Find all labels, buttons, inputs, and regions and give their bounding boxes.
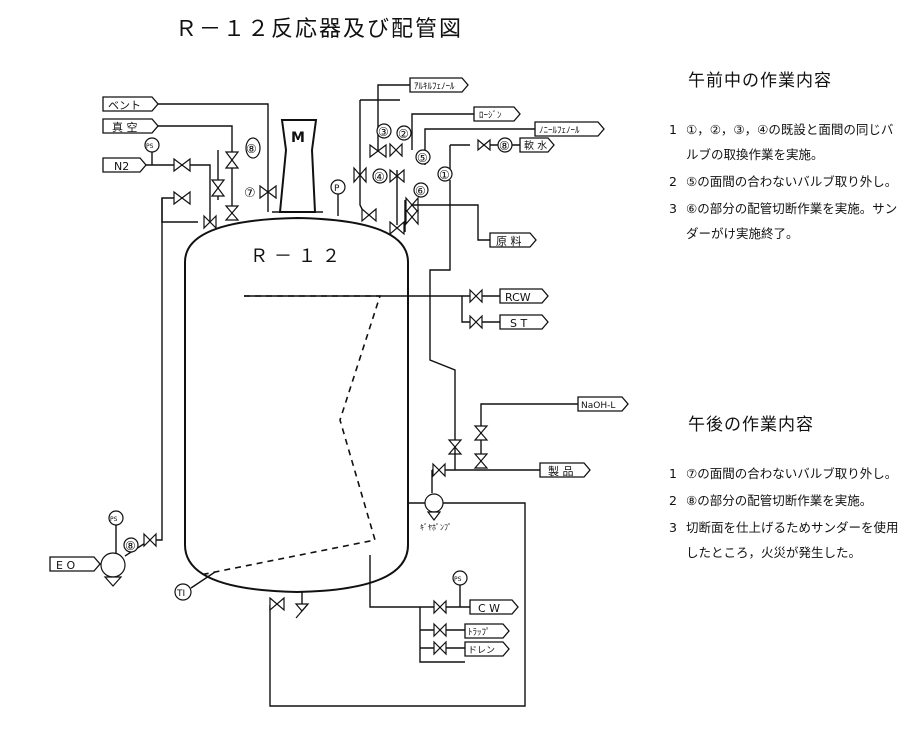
valve <box>433 640 447 656</box>
valve <box>477 138 491 152</box>
marker-1: ① <box>439 168 450 182</box>
valve <box>369 143 387 159</box>
marker-5: ⑤ <box>417 151 428 165</box>
trap-label: ﾄﾗｯﾌﾟ <box>468 627 491 638</box>
marker-7: ⑦ <box>244 186 256 201</box>
n2-label: N2 <box>114 160 129 173</box>
valve <box>210 179 226 197</box>
marker-8-eo: ⑧ <box>125 539 136 553</box>
vacuum-tag <box>102 118 159 134</box>
list-item: 2 ⑤の面間の合わないバルブ取り外し。 <box>669 174 898 189</box>
vent-tag <box>102 96 159 112</box>
svg-text:PS: PS <box>110 516 118 523</box>
rcw-label: RCW <box>505 291 531 304</box>
vent-label: ベント <box>108 99 141 112</box>
rosin-tag <box>473 106 521 122</box>
svg-text:PS: PS <box>146 143 154 150</box>
list-item: 3 切断面を仕上げるためサンダーを使用したところ，火災が発生した。 <box>669 520 899 560</box>
valve <box>224 151 240 169</box>
afternoon-work-section: 午後の作業内容 1 ⑦の面間の合わないバルブ取り外し。 2 ⑧の部分の配管切断作… <box>660 410 900 567</box>
drain-tag <box>464 641 510 657</box>
morning-heading: 午前中の作業内容 <box>688 71 832 91</box>
svg-text:PS: PS <box>454 576 462 583</box>
st-label: S T <box>510 317 527 330</box>
valve <box>433 622 447 638</box>
naoh-tag <box>577 396 629 412</box>
vacuum-label: 真 空 <box>112 120 138 134</box>
reactor-label: Ｒ－１２ <box>250 246 346 267</box>
motor-label: M <box>291 130 305 146</box>
valve <box>294 603 310 619</box>
valve <box>173 190 191 206</box>
eo-tag <box>49 556 101 572</box>
valve <box>361 207 377 223</box>
alkyl-phenol-label: ｱﾙｷﾙﾌｪﾉｰﾙ <box>414 82 455 92</box>
valve <box>173 157 191 173</box>
valve <box>259 184 277 200</box>
marker-8-upper: ⑧ <box>246 142 257 156</box>
list-item: 2 ⑧の部分の配管切断作業を実施。 <box>669 493 873 508</box>
valve <box>143 532 157 548</box>
valve <box>433 599 447 615</box>
rosin-label: ﾛｰｼﾞﾝ <box>479 110 502 121</box>
svg-text:TI: TI <box>176 589 185 599</box>
gear-pump <box>424 493 444 513</box>
valve <box>469 288 483 304</box>
gear-pump-label: ｷﾞﾔﾎﾟﾝﾌﾟ <box>420 523 452 532</box>
valve <box>389 142 403 158</box>
valve <box>473 453 489 469</box>
reactor-vessel <box>184 216 409 594</box>
product-label: 製 品 <box>548 464 574 478</box>
raw-material-tag <box>489 232 537 248</box>
naoh-label: NaOH-L <box>581 401 615 411</box>
valve <box>432 462 446 478</box>
valve <box>473 425 489 441</box>
diagram-title: Ｒ－１２反応器及び配管図 <box>175 17 463 42</box>
marker-4: ④ <box>374 170 385 184</box>
cw-tag <box>469 599 519 615</box>
marker-2: ② <box>398 127 409 141</box>
list-item: 3 ⑥の部分の配管切断作業を実施。サンダーがけ実施終了。 <box>669 201 898 241</box>
soft-water-tag <box>519 137 555 153</box>
valve <box>224 205 240 221</box>
nonyl-phenol-label: ﾉﾆｰﾙﾌｪﾉｰﾙ <box>539 126 580 136</box>
raw-material-label: 原 料 <box>496 234 522 248</box>
list-item: 1 ①，②，③，④の既設と面間の同じバルブの取換作業を実施。 <box>669 122 894 162</box>
eo-label: E O <box>56 559 75 572</box>
eo-pump <box>100 552 126 578</box>
alkyl-phenol-tag <box>409 77 469 93</box>
n2-tag <box>102 157 147 173</box>
rcw-tag <box>499 288 549 304</box>
temperature-indicator <box>174 583 192 601</box>
valve <box>389 168 405 184</box>
valve <box>405 208 419 226</box>
afternoon-heading: 午後の作業内容 <box>688 415 814 435</box>
valve <box>269 596 285 612</box>
product-tag <box>539 462 591 478</box>
list-item: 1 ⑦の面間の合わないバルブ取り外し。 <box>669 466 898 481</box>
cw-label: C W <box>478 602 500 615</box>
svg-text:P: P <box>334 184 340 194</box>
valve <box>469 314 483 330</box>
nonyl-phenol-tag <box>534 121 605 137</box>
morning-work-section: 午前中の作業内容 1 ①，②，③，④の既設と面間の同じバルブの取換作業を実施。 … <box>660 66 900 248</box>
drain-label: ドレン <box>468 646 495 656</box>
trap-tag <box>464 623 510 639</box>
marker-8-right: ⑧ <box>499 139 510 153</box>
marker-6: ⑥ <box>415 184 426 198</box>
valve <box>389 220 405 236</box>
valve <box>203 214 217 230</box>
soft-water-label: 軟 水 <box>524 139 547 152</box>
st-tag <box>499 314 549 330</box>
valve <box>353 166 367 184</box>
marker-3: ③ <box>378 125 389 139</box>
